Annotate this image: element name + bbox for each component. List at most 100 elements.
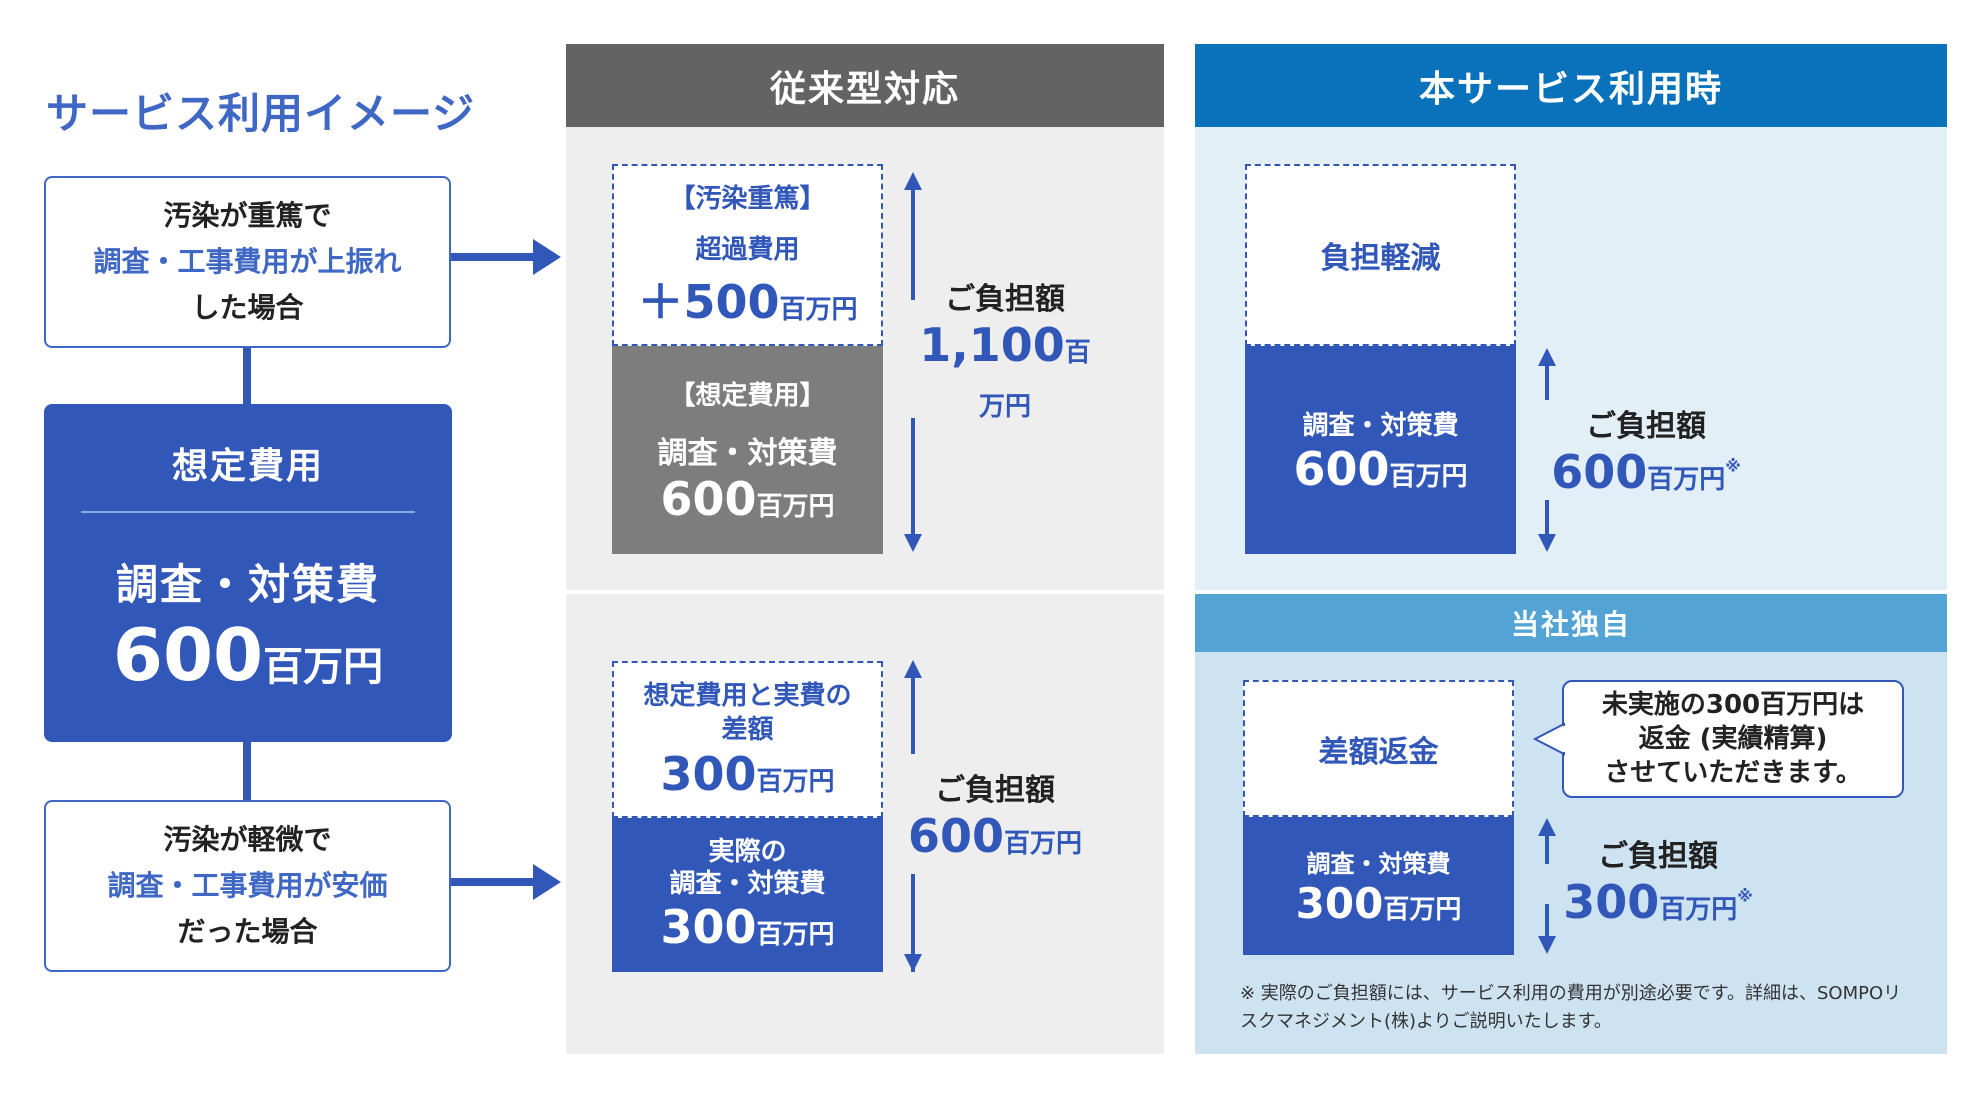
note-mark: ※ (1737, 886, 1753, 906)
burden-amount: 300 (1563, 875, 1660, 929)
burden-amount: 1,100 (919, 318, 1065, 372)
arrow-head-right-icon (533, 239, 561, 275)
service-lower-cost-label: 調査・対策費 (1306, 850, 1451, 878)
service-lower-cost-unit: 百万円 (1383, 895, 1462, 925)
minor-case-line3: だった場合 (177, 915, 318, 948)
arrow-down-icon (1538, 534, 1556, 552)
service-lower-burden: ご負担額 300百万円※ (1560, 830, 1756, 930)
actual-label-1: 実際の (708, 837, 787, 867)
difference-amount: 300 (660, 746, 757, 801)
actual-unit: 百万円 (756, 920, 835, 950)
arrow-minor-to-conventional (451, 878, 533, 886)
service-cost-box: 調査・対策費 600百万円 (1245, 346, 1516, 554)
service-cost-amount: 600 (1293, 441, 1390, 496)
difference-box: 想定費用と実費の差額 300百万円 (612, 661, 883, 818)
arrow-head-right-icon (533, 864, 561, 900)
excess-cost-box: 【汚染重篤】 超過費用 ＋500百万円 (612, 164, 883, 346)
assumed-cost-box: 想定費用 調査・対策費 600百万円 (44, 404, 452, 742)
burden-amount-row: 1,100百万円 (910, 318, 1100, 426)
excess-amount-row: ＋500百万円 (637, 266, 857, 332)
assumed-item-label: 調査・対策費 (657, 435, 838, 471)
refund-label: 差額返金 (1318, 734, 1439, 770)
burden-amount-row: 600百万円 (908, 809, 1082, 863)
excess-tag: 【汚染重篤】 (669, 184, 826, 214)
excess-unit: 百万円 (779, 295, 858, 325)
actual-amount-row: 300百万円 (660, 900, 834, 954)
excess-label: 超過費用 (695, 235, 800, 265)
footnote-line1: ※ 実際のご負担額には、サービス利用の費用が別途必要です。詳細は、SOMPOリ (1240, 983, 1902, 1004)
conventional-header: 従来型対応 (566, 44, 1164, 127)
burden-amount-row: 600百万円※ (1551, 445, 1741, 499)
service-lower-cost-box: 調査・対策費 300百万円 (1243, 817, 1514, 955)
service-upper-burden: ご負担額 600百万円※ (1548, 400, 1744, 500)
callout-line1: 未実施の300百万円は (1601, 690, 1865, 720)
assumed-amount: 600 (660, 471, 757, 526)
burden-amount: 600 (907, 809, 1004, 863)
unique-feature-header: 当社独自 (1195, 594, 1947, 652)
note-mark: ※ (1725, 456, 1741, 476)
assumed-cost-amount-row: 600百万円 (113, 612, 383, 710)
callout-line2: 返金 (実績精算) (1638, 724, 1828, 754)
burden-label: ご負担額 (945, 282, 1065, 317)
difference-unit: 百万円 (756, 766, 835, 797)
minor-case-line1: 汚染が軽微で (163, 823, 332, 856)
refund-box: 差額返金 (1243, 680, 1514, 817)
burden-label: ご負担額 (1586, 409, 1706, 444)
actual-amount: 300 (660, 900, 757, 954)
conventional-upper-burden: ご負担額 1,100百万円 (910, 282, 1100, 422)
assumed-tag: 【想定費用】 (669, 380, 826, 411)
service-cost-label: 調査・対策費 (1302, 410, 1459, 441)
assumed-cost-divider (81, 510, 415, 513)
burden-arrow-shaft (911, 418, 915, 536)
arrow-down-icon (904, 954, 922, 972)
connector-upper (243, 348, 251, 404)
conventional-lower-burden: ご負担額 600百万円 (900, 764, 1090, 864)
connector-lower (243, 742, 251, 800)
burden-unit: 百万円 (1004, 829, 1083, 859)
page-title: サービス利用イメージ (46, 89, 476, 138)
burden-arrow-shaft (911, 188, 915, 300)
callout-line3: させていただきます。 (1604, 758, 1862, 788)
service-lower-cost-amount-row: 300百万円 (1296, 879, 1462, 928)
arrow-up-icon (904, 660, 922, 678)
assumed-cost-item: 調査・対策費 (115, 559, 380, 609)
arrow-up-icon (1538, 348, 1556, 366)
service-header: 本サービス利用時 (1195, 44, 1947, 127)
footnote-line2: スクマネジメント(株)よりご説明いたします。 (1240, 1011, 1612, 1032)
burden-label: ご負担額 (1598, 839, 1718, 874)
actual-cost-box: 実際の 調査・対策費 300百万円 (612, 818, 883, 972)
callout-pointer (1533, 722, 1566, 756)
burden-arrow-shaft (1545, 364, 1549, 400)
service-lower-cost-amount: 300 (1295, 879, 1384, 928)
assumed-amount-row: 600百万円 (660, 472, 834, 526)
arrow-up-icon (904, 172, 922, 190)
assumed-unit: 百万円 (756, 491, 835, 522)
burden-unit: 百万円 (1647, 465, 1726, 495)
burden-unit: 百万円 (1659, 895, 1738, 925)
service-cost-unit: 百万円 (1389, 461, 1468, 492)
burden-arrow-shaft (1545, 500, 1549, 536)
burden-arrow-shaft (1545, 834, 1549, 864)
burden-arrow-shaft (911, 676, 915, 754)
assumed-cost-gray-box: 【想定費用】 調査・対策費 600百万円 (612, 346, 883, 554)
arrow-down-icon (904, 534, 922, 552)
footnote: ※ 実際のご負担額には、サービス利用の費用が別途必要です。詳細は、SOMPOリ … (1240, 980, 1930, 1036)
severe-case-line3: した場合 (191, 291, 304, 324)
service-cost-amount-row: 600百万円 (1293, 442, 1467, 496)
arrow-up-icon (1538, 818, 1556, 836)
burden-reduction-box: 負担軽減 (1245, 164, 1516, 346)
arrow-down-icon (1538, 936, 1556, 954)
difference-amount-row: 300百万円 (660, 747, 834, 801)
severe-contamination-case: 汚染が重篤で 調査・工事費用が上振れ した場合 (44, 176, 451, 348)
assumed-cost-label: 想定費用 (171, 445, 324, 487)
excess-amount: ＋500 (637, 275, 780, 329)
burden-arrow-shaft (911, 874, 915, 972)
burden-label: ご負担額 (935, 773, 1055, 808)
assumed-cost-amount: 600 (112, 612, 264, 697)
burden-unit: 百万円 (978, 338, 1091, 422)
burden-amount: 600 (1551, 445, 1648, 499)
assumed-cost-unit: 百万円 (263, 643, 384, 690)
difference-label: 想定費用と実費の差額 (643, 680, 852, 745)
burden-reduction-label: 負担軽減 (1320, 241, 1441, 276)
arrow-severe-to-conventional (451, 253, 533, 261)
